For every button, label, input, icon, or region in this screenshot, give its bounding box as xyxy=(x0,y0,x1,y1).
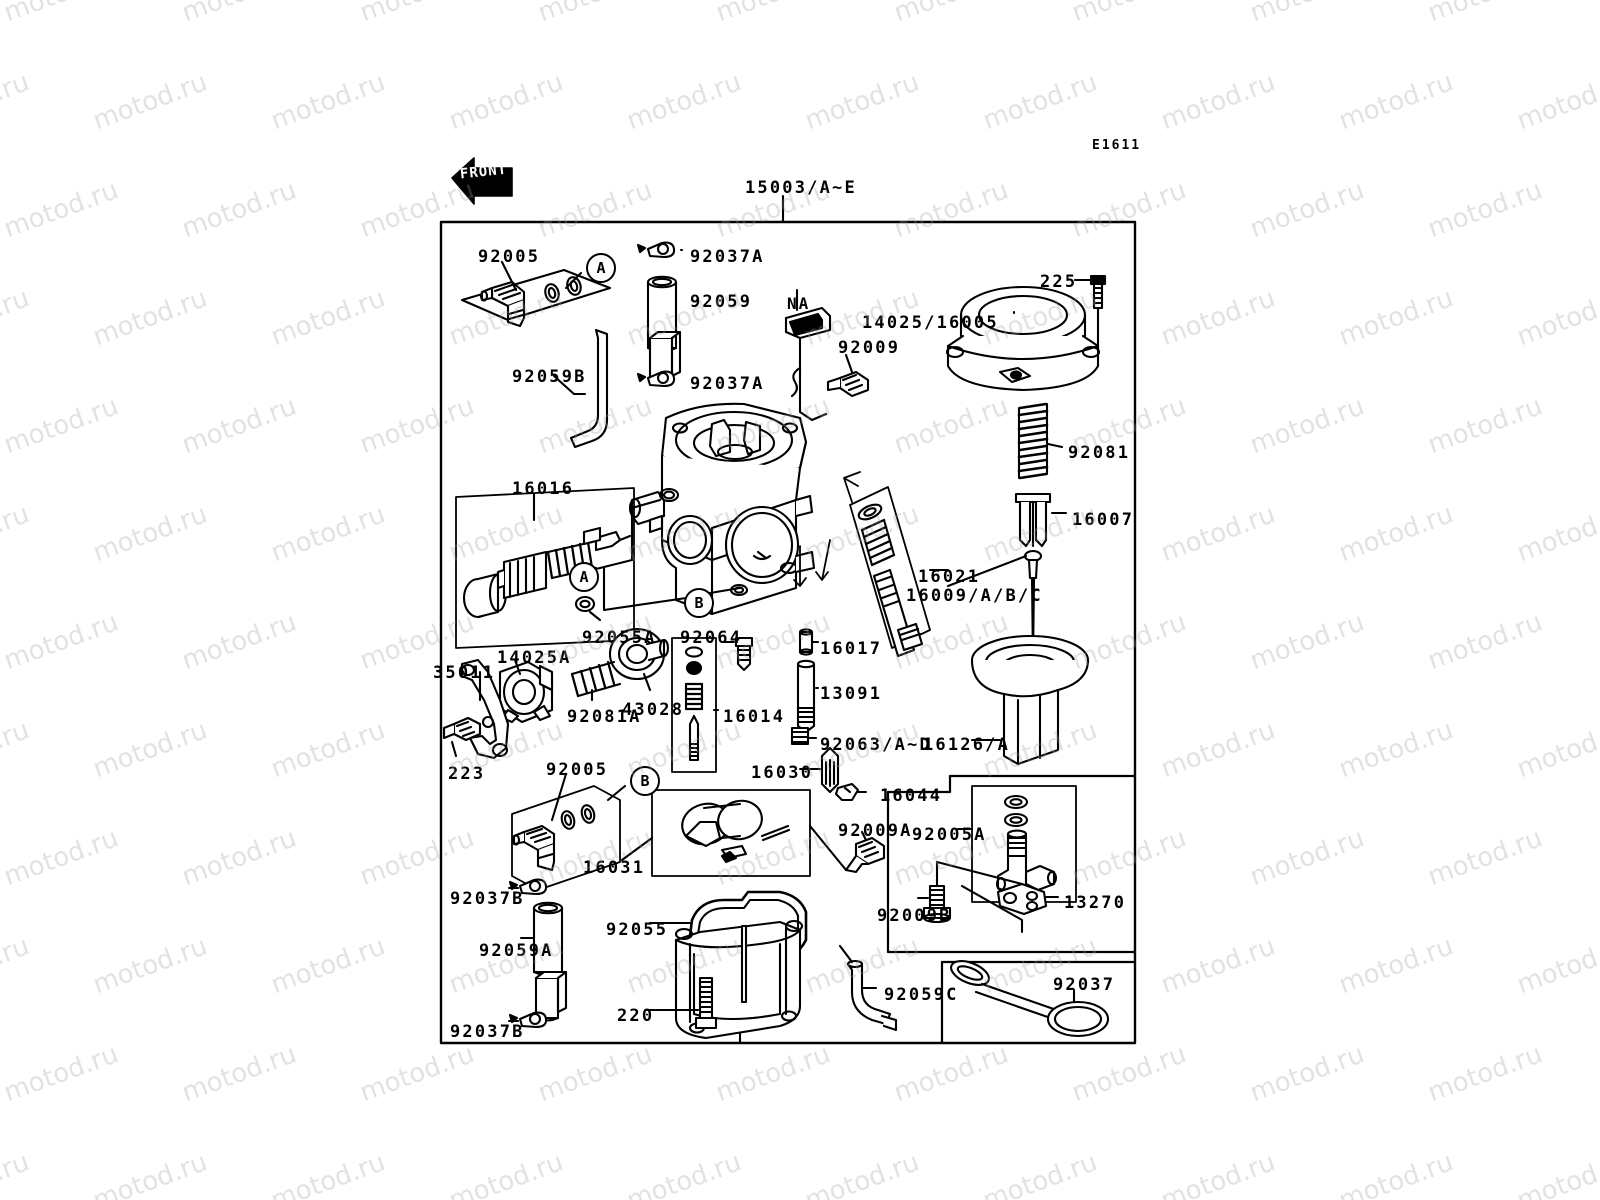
ref-bubble-label: B xyxy=(694,594,704,612)
callout-16044: 16044 xyxy=(880,786,943,806)
callout-16030: 16030 xyxy=(751,763,814,783)
callout-92081: 92081 xyxy=(1068,443,1131,463)
callout-92037A-bottom: 92037A xyxy=(690,374,765,394)
callout-92037: 92037 xyxy=(1053,975,1116,995)
callout-92059B: 92059B xyxy=(512,367,587,387)
callout-16016: 16016 xyxy=(512,479,575,499)
callout-92055A: 92055A xyxy=(582,628,657,648)
callout-92055: 92055 xyxy=(606,920,669,940)
callout-92009: 92009 xyxy=(838,338,901,358)
callout-16007: 16007 xyxy=(1072,510,1135,530)
callout-13270: 13270 xyxy=(1064,893,1127,913)
sheet-code: E1611 xyxy=(1092,138,1142,153)
ref-bubble-a-mid: A xyxy=(569,562,599,592)
callout-92037A-top: 92037A xyxy=(690,247,765,267)
callout-NA: NA xyxy=(787,294,811,313)
callout-223: 223 xyxy=(448,764,486,784)
callout-92059A: 92059A xyxy=(479,941,554,961)
ref-bubble-b-mid: B xyxy=(684,588,714,618)
ref-bubble-a-top: A xyxy=(586,253,616,283)
callout-92005A: 92005A xyxy=(912,825,987,845)
callout-92005-bottom: 92005 xyxy=(546,760,609,780)
ref-bubble-label: A xyxy=(596,259,606,277)
callout-92037B-bottom: 92037B xyxy=(450,1022,525,1042)
callout-92009B: 92009B xyxy=(877,906,952,926)
callout-92037B-top: 92037B xyxy=(450,889,525,909)
callout-92059C: 92059C xyxy=(884,985,959,1005)
callout-92063: 92063/A~D xyxy=(820,735,932,755)
callout-220: 220 xyxy=(617,1006,655,1026)
callout-92064: 92064 xyxy=(680,628,743,648)
callout-16017: 16017 xyxy=(820,639,883,659)
callout-16021: 16021 xyxy=(918,567,981,587)
callout-16009: 16009/A/B/C xyxy=(906,586,1043,606)
callout-16031: 16031 xyxy=(583,858,646,878)
callout-92009A: 92009A xyxy=(838,821,913,841)
callout-225: 225 xyxy=(1040,272,1078,292)
callout-14025A: 14025A xyxy=(497,648,572,668)
ref-bubble-b-low: B xyxy=(630,766,660,796)
ref-bubble-label: B xyxy=(640,772,650,790)
callout-13091: 13091 xyxy=(820,684,883,704)
callout-16014: 16014 xyxy=(723,707,786,727)
callout-16126: 16126/A xyxy=(923,735,1011,755)
ref-bubble-label: A xyxy=(579,568,589,586)
callout-35011: 35011 xyxy=(433,663,496,683)
callout-43028: 43028 xyxy=(622,700,685,720)
callout-14025-16005: 14025/16005 xyxy=(862,313,999,333)
callout-92081A: 92081A xyxy=(567,707,642,727)
assembly-code: 15003/A~E xyxy=(745,178,857,198)
callout-92059: 92059 xyxy=(690,292,753,312)
callout-92005-top: 92005 xyxy=(478,247,541,267)
